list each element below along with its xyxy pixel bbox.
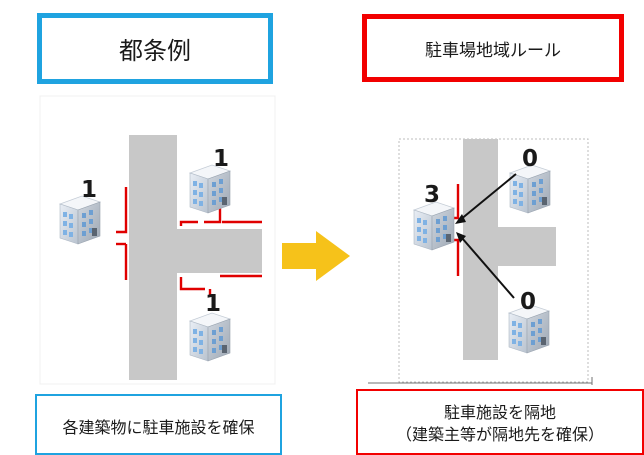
- left-count-south: 1: [205, 291, 221, 317]
- right-panel-diagram: 3 0 0: [368, 138, 593, 385]
- left-count-west: 1: [81, 177, 97, 203]
- right-count-north: 0: [522, 146, 538, 172]
- left-road-vertical: [129, 135, 177, 380]
- left-count-north: 1: [213, 146, 229, 172]
- left-parking-marks: [116, 187, 262, 297]
- right-road-horizontal: [498, 227, 556, 266]
- arrow-right-icon: [282, 231, 350, 281]
- right-road-vertical: [463, 139, 498, 360]
- arrow-head-icon: [456, 232, 466, 243]
- right-panel-title: 駐車場地域ルール: [362, 14, 624, 82]
- arrow-head-icon: [455, 214, 466, 224]
- left-road-horizontal: [177, 229, 262, 273]
- building-icon: [59, 195, 101, 245]
- right-caption-line-1: 駐車施設を隔地: [443, 402, 556, 422]
- left-panel-diagram: 1 1 1: [39, 95, 276, 385]
- building-icon: [509, 164, 551, 214]
- building-icon: [189, 164, 231, 214]
- right-caption-line-2: （建築主等が隔地先を確保）: [395, 424, 604, 444]
- left-panel-title: 都条例: [37, 13, 273, 84]
- building-icon: [413, 201, 455, 251]
- right-count-south: 0: [520, 289, 536, 315]
- left-panel-caption: 各建築物に駐車施設を確保: [35, 394, 282, 455]
- right-count-main: 3: [424, 182, 440, 208]
- right-panel-caption: 駐車施設を隔地 （建築主等が隔地先を確保）: [356, 389, 644, 455]
- connector-lines: [459, 173, 517, 299]
- building-icon: [189, 312, 231, 362]
